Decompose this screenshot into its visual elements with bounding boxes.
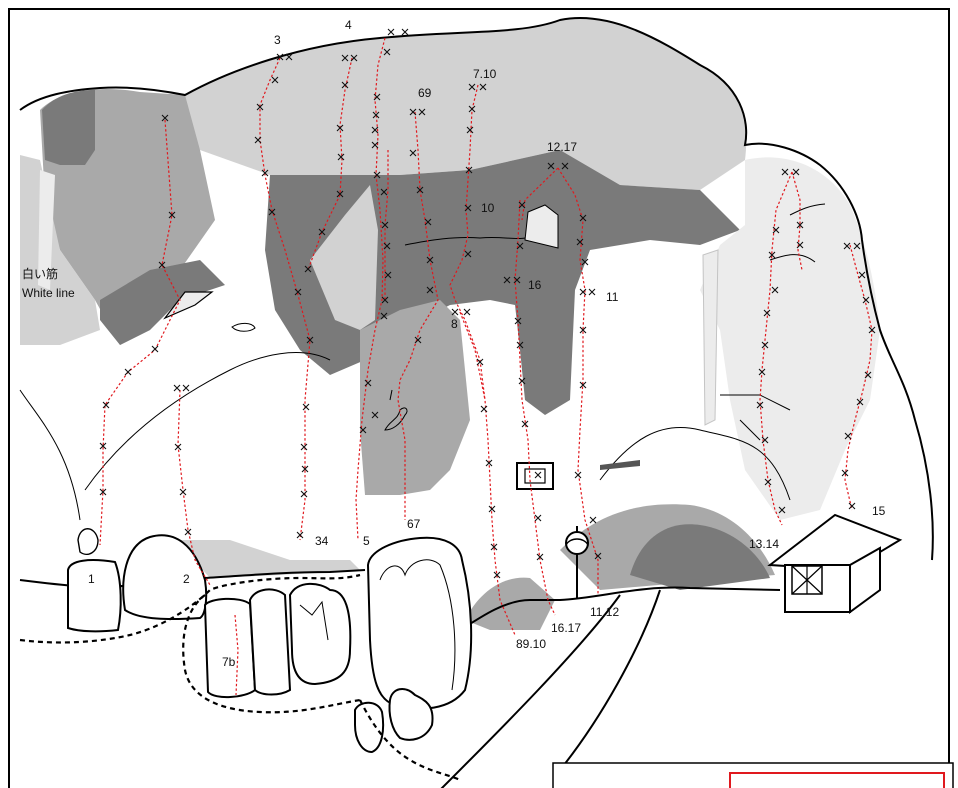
bolt-x-icon — [481, 406, 487, 412]
label-route-4: 4 — [345, 18, 352, 32]
label-white-line-en: White line — [22, 286, 75, 300]
bolt-x-icon — [535, 515, 541, 521]
label-route-7-10: 7.10 — [473, 67, 497, 81]
rock-white-window — [525, 205, 558, 248]
label-route-12-17: 12.17 — [547, 140, 577, 154]
bolt-x-icon — [388, 29, 394, 35]
label-route-7b: 7b — [222, 655, 236, 669]
hut-icon — [770, 515, 900, 612]
label-route-8: 8 — [451, 317, 458, 331]
label-route-67: 67 — [407, 517, 421, 531]
bolt-x-icon — [183, 385, 189, 391]
bolt-x-icon — [464, 309, 470, 315]
info-box-outer — [553, 763, 953, 788]
info-box — [553, 763, 953, 788]
bolt-x-icon — [301, 491, 307, 497]
boulder-1-small — [78, 529, 98, 555]
bolt-x-icon — [452, 309, 458, 315]
label-route-16: 16 — [528, 278, 542, 292]
bolt-x-icon — [590, 517, 596, 523]
boulder-1 — [68, 560, 121, 631]
block-67 — [368, 538, 471, 709]
bolt-x-icon — [175, 444, 181, 450]
bolt-x-icon — [849, 503, 855, 509]
left-small-ring — [232, 323, 255, 331]
label-route-11-12: 11.12 — [590, 605, 619, 619]
bolt-x-icon — [301, 444, 307, 450]
bolt-x-icon — [125, 369, 131, 375]
square-marker-icon — [517, 463, 553, 489]
left-crack — [85, 353, 330, 490]
bolt-x-icon — [152, 346, 158, 352]
bolt-x-icon — [489, 506, 495, 512]
label-route-10: 10 — [481, 201, 495, 215]
label-white-line-jp: 白い筋 — [22, 266, 58, 281]
block-7b-c — [290, 584, 350, 684]
bolt-x-icon — [297, 532, 303, 538]
left-face-line — [20, 390, 80, 520]
bolt-x-icon — [185, 529, 191, 535]
bolt-x-icon — [589, 289, 595, 295]
dark-tongue — [600, 460, 640, 470]
rock-right-white-strip — [703, 250, 718, 425]
block-7b-b — [250, 589, 290, 694]
label-route-5: 5 — [363, 534, 370, 548]
label-route-16-17: 16.17 — [551, 621, 581, 635]
bolt-x-icon — [575, 472, 581, 478]
label-route-2: 2 — [183, 572, 190, 586]
label-route-11: 11 — [606, 290, 619, 304]
label-route-15: 15 — [872, 504, 886, 518]
block-small-foot — [355, 703, 383, 752]
rock-right-panel — [700, 157, 880, 520]
bolt-x-icon — [180, 489, 186, 495]
label-route-34: 34 — [315, 534, 329, 548]
bolt-x-icon — [174, 385, 180, 391]
label-route-13-14: 13.14 — [749, 537, 779, 551]
bolt-x-icon — [402, 29, 408, 35]
rock-left-dark — [42, 90, 95, 165]
label-route-89-10: 89.10 — [516, 637, 546, 651]
label-route-3: 3 — [274, 33, 281, 47]
label-route-1: 1 — [88, 572, 95, 586]
bolt-x-icon — [303, 404, 309, 410]
label-route-69: 69 — [418, 86, 432, 100]
block-7b-a — [205, 599, 255, 697]
